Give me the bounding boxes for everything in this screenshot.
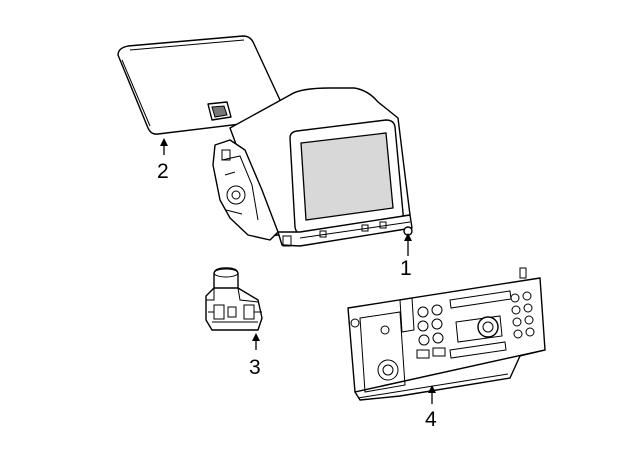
callout-4[interactable]: 4 bbox=[425, 385, 437, 431]
part-1-display-unit[interactable] bbox=[212, 87, 413, 247]
part-3-switch-module[interactable] bbox=[205, 267, 263, 331]
callout-1[interactable]: 1 bbox=[400, 233, 412, 280]
part-4-control-panel[interactable] bbox=[347, 267, 546, 401]
callout-3-label: 3 bbox=[249, 356, 261, 379]
button-grid-right bbox=[510, 291, 535, 339]
callout-4-label: 4 bbox=[425, 408, 437, 431]
callout-2[interactable]: 2 bbox=[157, 138, 169, 183]
callout-2-label: 2 bbox=[157, 160, 169, 183]
callout-1-label: 1 bbox=[400, 257, 412, 280]
callout-3[interactable]: 3 bbox=[249, 333, 261, 379]
button-grid-left bbox=[416, 304, 446, 359]
center-knob bbox=[455, 315, 503, 343]
